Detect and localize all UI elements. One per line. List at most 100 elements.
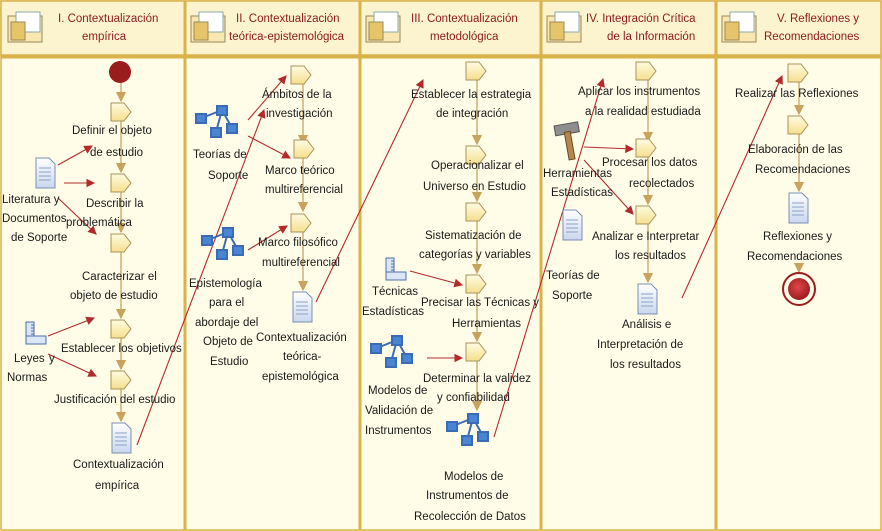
- activity-node: [290, 213, 312, 233]
- node-label: Literatura y: [2, 194, 60, 206]
- network-icon: [370, 335, 413, 368]
- association-arrows: [47, 74, 783, 446]
- activity-nodes: [110, 61, 809, 390]
- lane-title: metodológica: [430, 31, 499, 43]
- node-label: Reflexiones y: [763, 231, 832, 243]
- lane-title: III. Contextualización: [411, 13, 518, 25]
- node-label: Epistemología: [189, 278, 262, 290]
- node-label: Realizar las Reflexiones: [735, 88, 859, 100]
- activity-node: [635, 138, 657, 158]
- activity-node: [787, 63, 809, 83]
- node-label: y confiabilidad: [437, 392, 510, 404]
- flow-arrows: [115, 80, 805, 423]
- node-label: y: [49, 353, 55, 365]
- network-icon: [201, 227, 244, 260]
- end-node: [782, 272, 816, 306]
- lane-header-icons: [7, 11, 757, 43]
- node-label: epistemológica: [262, 371, 339, 383]
- node-label: Universo en Estudio: [423, 181, 526, 193]
- node-label: recolectados: [629, 178, 694, 190]
- document-icons: [35, 157, 809, 454]
- lane-folder-icon: [546, 11, 582, 43]
- activity-node: [110, 233, 132, 253]
- node-label: objeto de estudio: [70, 290, 158, 302]
- activity-node: [787, 115, 809, 135]
- document-icon: [292, 291, 313, 323]
- node-label: Recomendaciones: [755, 164, 851, 176]
- activity-node: [110, 370, 132, 390]
- hammer-icon: [553, 121, 580, 161]
- lane-folder-icon: [7, 11, 43, 43]
- node-label: Normas: [7, 372, 48, 384]
- lane-title: II. Contextualización: [236, 13, 340, 25]
- node-label: Validación de: [365, 405, 433, 417]
- node-label: Elaboración de las: [748, 144, 843, 156]
- node-label: Caracterizar el: [82, 271, 157, 283]
- node-label: Modelos de: [368, 385, 427, 397]
- node-label: Operacionalizar el: [431, 160, 524, 172]
- node-label: Teorías de: [193, 149, 247, 161]
- node-label: Establecer la estrategia: [411, 89, 532, 101]
- node-label: Soporte: [552, 290, 592, 302]
- activity-node: [465, 202, 487, 222]
- lane-headers: I. Contextualización empírica II. Contex…: [58, 13, 860, 43]
- activity-node: [293, 139, 315, 159]
- node-label: a la realidad estudiada: [585, 106, 701, 118]
- node-label: empírica: [95, 480, 140, 492]
- lane-title: V. Reflexiones y: [777, 13, 859, 25]
- lane-title: empírica: [82, 31, 127, 43]
- lane-title: teórica-epistemológica: [229, 31, 345, 43]
- node-label: Teorías de: [546, 270, 600, 282]
- node-label: multireferencial: [265, 184, 343, 196]
- node-label: Sistematización de: [425, 230, 522, 242]
- node-label: Técnicas: [372, 286, 418, 298]
- activity-node: [465, 342, 487, 362]
- ruler-icon: [385, 257, 407, 281]
- activity-node: [290, 65, 312, 85]
- node-label: Leyes: [14, 353, 45, 365]
- node-label: Recolección de Datos: [414, 511, 526, 523]
- document-icon: [788, 192, 809, 224]
- node-label: Análisis e: [622, 319, 671, 331]
- node-label: Definir el objeto: [72, 125, 152, 137]
- network-icon: [195, 105, 238, 138]
- node-label: Estudio: [210, 356, 248, 368]
- node-label: Herramientas: [543, 168, 612, 180]
- node-label: Objeto de: [203, 336, 253, 348]
- node-label: Justificación del estudio: [54, 394, 175, 406]
- lane-folder-icon: [365, 11, 401, 43]
- document-icon: [637, 283, 658, 315]
- node-label: Aplicar los instrumentos: [578, 86, 700, 98]
- node-label: Contextualización: [256, 332, 347, 344]
- node-label: Instrumentos de: [426, 490, 508, 502]
- node-label: Establecer los objetivos: [61, 343, 182, 355]
- node-label: investigación: [266, 108, 332, 120]
- network-icon: [446, 413, 489, 446]
- node-label: Contextualización: [73, 459, 164, 471]
- node-label: multireferencial: [262, 257, 340, 269]
- node-label: Determinar la validez: [423, 373, 531, 385]
- node-label: Ámbitos de la: [262, 88, 332, 101]
- network-icons: [195, 105, 489, 446]
- node-label: para el: [209, 297, 244, 309]
- node-label: Marco teórico: [265, 165, 335, 177]
- node-label: los resultados: [615, 250, 686, 262]
- node-label: Estadísticas: [551, 187, 613, 199]
- activity-node: [465, 145, 487, 165]
- node-label: Instrumentos: [365, 425, 432, 437]
- node-label: Estadísticas: [362, 306, 424, 318]
- ruler-icon: [25, 321, 47, 345]
- ruler-icons: [25, 257, 407, 345]
- activity-node: [635, 205, 657, 225]
- activity-node: [110, 319, 132, 339]
- lane-title: Recomendaciones: [764, 31, 860, 43]
- activity-node: [465, 274, 487, 294]
- lane-folder-icon: [190, 11, 226, 43]
- node-label: los resultados: [610, 359, 681, 371]
- node-label: abordaje del: [195, 317, 258, 329]
- node-label: Describir la: [86, 198, 144, 210]
- node-label: categorías y variables: [419, 249, 531, 261]
- node-label: Soporte: [208, 170, 248, 182]
